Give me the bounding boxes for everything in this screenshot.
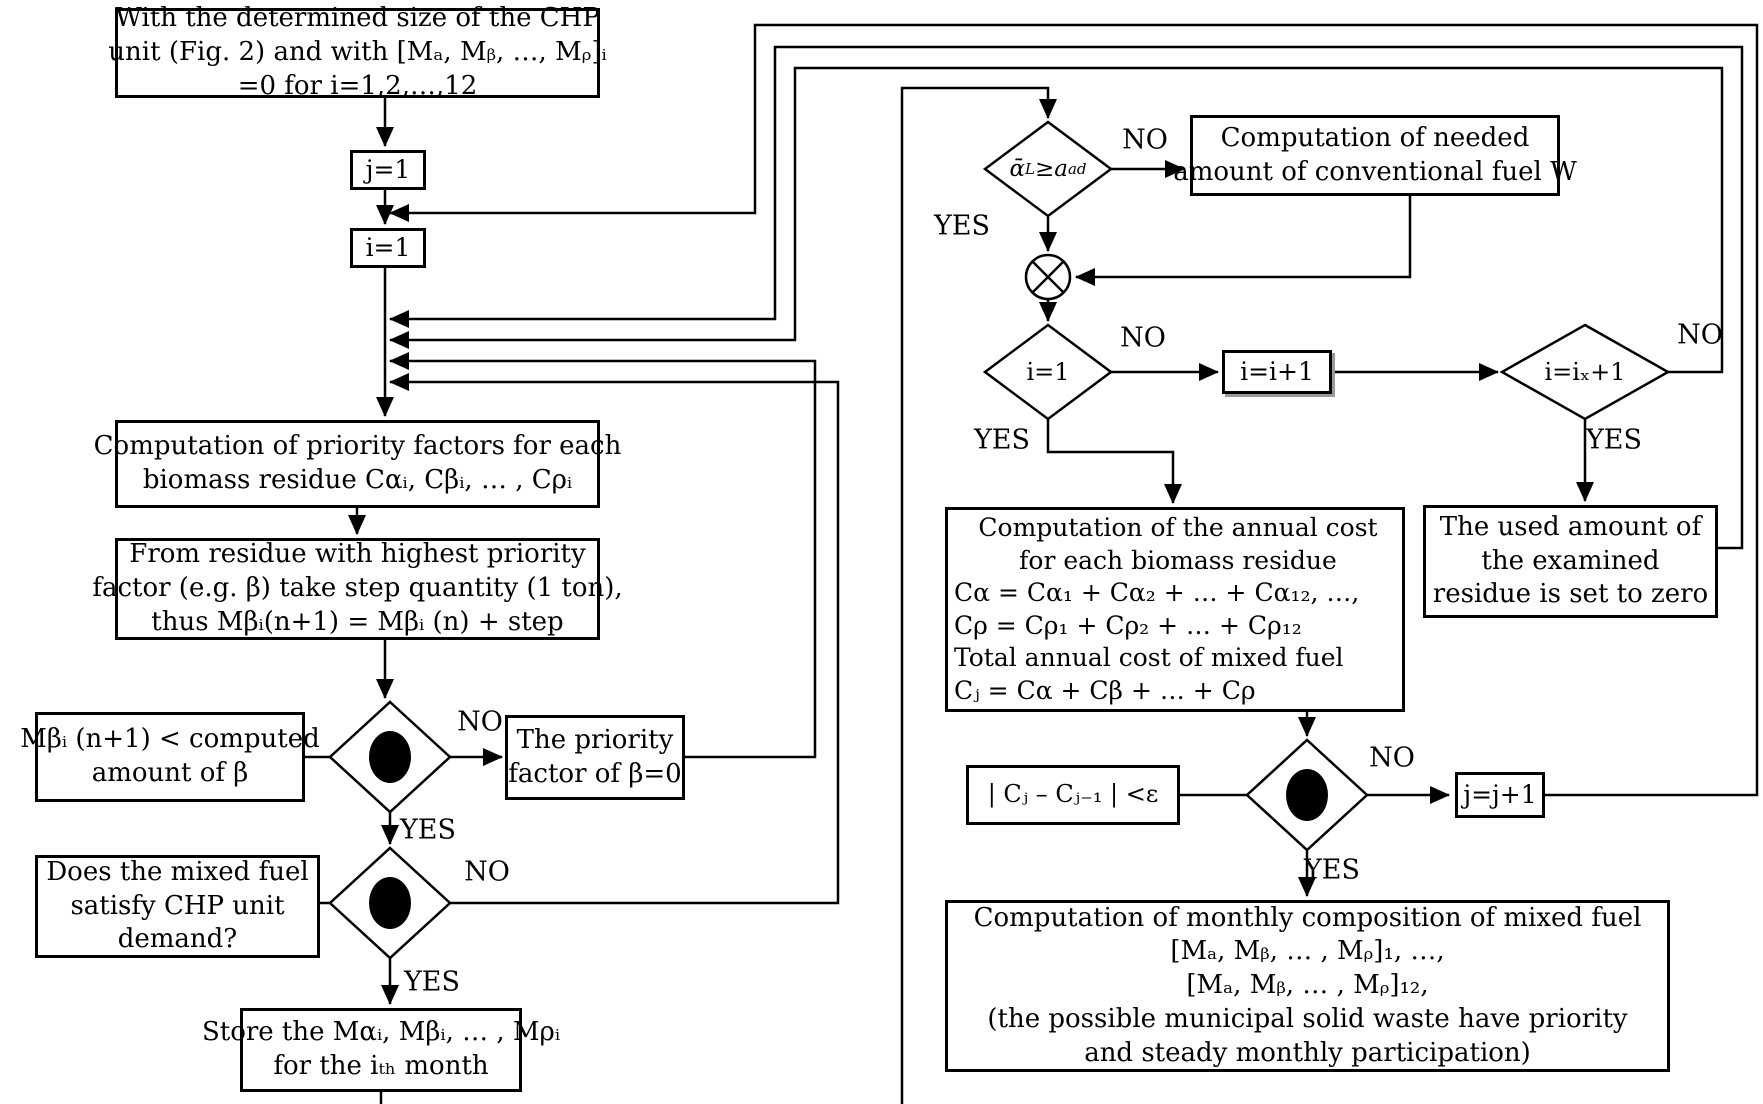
store-line: Store the Mαᵢ, Mβᵢ, … , Mρᵢ [201, 1017, 561, 1048]
store-line: for the iₜₕ month [273, 1051, 489, 1081]
final-line: Computation of monthly composition of mi… [973, 902, 1642, 933]
priority-zero-line: factor of β=0 [508, 758, 682, 789]
alpha-rhs: a [1054, 156, 1068, 182]
i-equals-1-label: i=1 [985, 352, 1111, 392]
j-increment-label: j=j+1 [1463, 779, 1537, 809]
annual-line: for each biomass residue [1019, 545, 1337, 575]
j1-label: j=1 [365, 154, 411, 184]
decision1-no-label: NO [457, 706, 503, 738]
final-line: (the possible municipal solid waste have… [987, 1003, 1628, 1034]
decision1-dot [369, 731, 411, 783]
mixed-fuel-question-box: Does the mixed fuel satisfy CHP unit dem… [35, 855, 320, 958]
otimes-stroke-2 [1031, 260, 1065, 294]
j-increment-box: j=j+1 [1455, 772, 1545, 818]
mbeta-condition-box: Mβᵢ (n+1) < computed amount of β [20, 712, 320, 802]
alpha-operator: ≥ [1034, 156, 1055, 182]
alpha-rhs-sub: ad [1067, 160, 1087, 178]
alpha-lhs-sub: L [1025, 160, 1035, 178]
i-equals-1-text: i=1 [1026, 358, 1070, 386]
connector-store-return-to-alpha [900, 86, 1057, 1104]
connector-betazero-loop [389, 352, 817, 759]
annual-line: Cρ = Cρ₁ + Cρ₂ + … + Cρ₁₂ [954, 610, 1302, 640]
connector-idecision-yes [1046, 419, 1182, 504]
i1-box: i=1 [350, 228, 426, 268]
priority-line: Computation of priority factors for each [93, 431, 622, 462]
used-zero-line: residue is set to zero [1432, 579, 1709, 610]
priority-zero-line: The priority [516, 724, 674, 755]
mixed-line: Does the mixed fuel [46, 856, 309, 887]
connector-ix-no-loop [389, 66, 1724, 374]
annual-line: Computation of the annual cost [978, 513, 1378, 542]
i-increment-label: i=i+1 [1240, 356, 1314, 386]
convergence-label: | Cⱼ – Cⱼ₋₁ | <ε [987, 780, 1159, 809]
mixed-line: satisfy CHP unit [70, 890, 285, 921]
residue-step-box: From residue with highest priority facto… [92, 538, 623, 640]
residue-line: From residue with highest priority [129, 539, 586, 570]
connector-jinc-loop [389, 23, 1759, 797]
priority-line: biomass residue Cαᵢ, Cβᵢ, … , Cρᵢ [142, 465, 573, 495]
residue-line: factor (e.g. β) take step quantity (1 to… [92, 573, 623, 604]
decision2-yes-label: YES [403, 966, 461, 998]
decision2-dot [369, 877, 411, 929]
annual-cost-box: Computation of the annual cost for each … [945, 507, 1405, 712]
start-line: With the determined size of the CHP [115, 3, 600, 34]
annual-line: Cⱼ = Cα + Cβ + … + Cρ [954, 675, 1256, 705]
annual-line: Total annual cost of mixed fuel [954, 643, 1344, 672]
convergence-condition-box: | Cⱼ – Cⱼ₋₁ | <ε [966, 765, 1180, 825]
decision3-dot [1286, 769, 1328, 821]
mbeta-line: Mβᵢ (n+1) < computed [20, 724, 320, 755]
conventional-fuel-box: Computation of needed amount of conventi… [1173, 115, 1577, 196]
used-zero-line: the examined [1481, 545, 1660, 576]
start-line: unit (Fig. 2) and with [Mₐ, Mᵦ, …, Mᵨ]ᵢ [108, 37, 607, 68]
ix-yes-label: YES [1585, 424, 1643, 456]
decision3-yes-label: YES [1303, 854, 1361, 886]
used-zero-line: The used amount of [1439, 511, 1702, 542]
i-equals-ix-diamond [1499, 323, 1671, 421]
start-box: With the determined size of the CHP unit… [108, 3, 606, 101]
decision2-no-label: NO [464, 856, 510, 888]
start-line: =0 for i=1,2,…,12 [237, 70, 478, 101]
connector-convfuel-to-junction [1075, 196, 1412, 286]
j1-box: j=1 [350, 150, 426, 190]
alpha-lhs: ᾱ [1009, 156, 1026, 182]
i-equals-ix-text: i=iₓ+1 [1544, 358, 1626, 386]
i1-label: i=1 [365, 232, 411, 262]
i-equals-ix-label: i=iₓ+1 [1502, 352, 1668, 392]
decision3-no-label: NO [1369, 742, 1415, 774]
store-month-box: Store the Mαᵢ, Mβᵢ, … , Mρᵢ for the iₜₕ … [202, 1008, 560, 1092]
final-composition-box: Computation of monthly composition of mi… [945, 900, 1670, 1072]
residue-line: thus Mβᵢ(n+1) = Mβᵢ (n) + step [151, 606, 564, 637]
ix-no-label: NO [1677, 319, 1723, 351]
i-equals-1-diamond [982, 323, 1114, 421]
final-line: [Mₐ, Mᵦ, … , Mᵨ]₁₂, [1186, 970, 1429, 1001]
conv-fuel-line: amount of conventional fuel W [1173, 156, 1577, 187]
connector-decision2-no-loop [389, 373, 840, 905]
annual-line: Cα = Cα₁ + Cα₂ + … + Cα₁₂, …, [954, 578, 1360, 607]
i-increment-box: i=i+1 [1222, 350, 1332, 394]
conv-fuel-line: Computation of needed [1220, 122, 1530, 153]
final-line: [Mₐ, Mᵦ, … , Mᵨ]₁, …, [1170, 936, 1445, 967]
alpha-decision-diamond [982, 120, 1114, 218]
alpha-no-label: NO [1122, 124, 1168, 156]
idecision-no-label: NO [1120, 322, 1166, 354]
used-amount-zero-box: The used amount of the examined residue … [1423, 505, 1718, 618]
mbeta-line: amount of β [91, 758, 249, 788]
decision1-yes-label: YES [399, 814, 457, 846]
final-line: and steady monthly participation) [1084, 1037, 1531, 1068]
idecision-yes-label: YES [973, 424, 1031, 456]
priority-factor-zero-box: The priority factor of β=0 [505, 715, 685, 800]
alpha-yes-label: YES [933, 210, 991, 242]
connector-usedzero-loop [389, 45, 1744, 550]
priority-factors-box: Computation of priority factors for each… [94, 420, 621, 508]
mixed-line: demand? [117, 924, 238, 955]
